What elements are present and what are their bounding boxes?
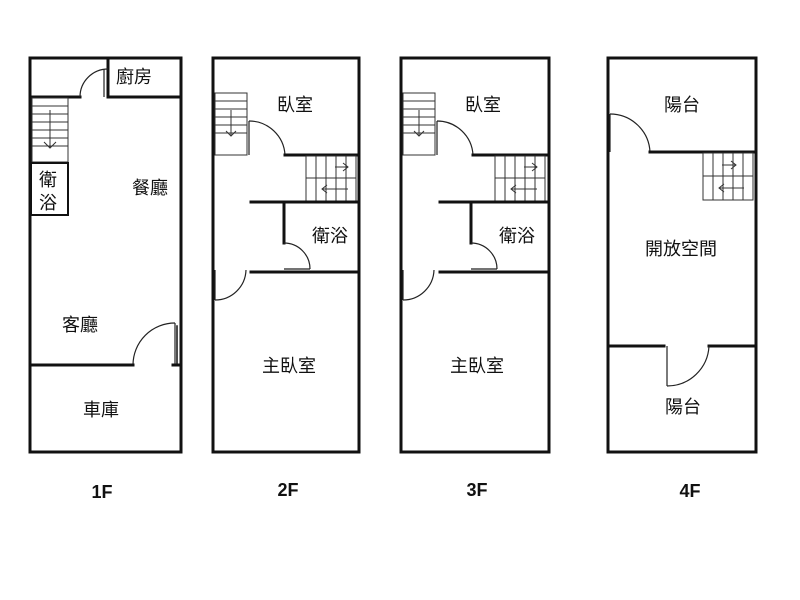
floor-plan-3f xyxy=(399,56,551,454)
floor-plan-2f xyxy=(211,56,361,454)
room-label-balcony-bottom-4f: 陽台 xyxy=(665,397,701,418)
room-label-master-3f: 主臥室 xyxy=(450,356,504,377)
room-label-open-space-4f: 開放空間 xyxy=(645,239,717,260)
room-label-kitchen: 廚房 xyxy=(116,66,152,88)
floor-label-2f: 2F xyxy=(277,480,298,500)
room-label-bedroom-2f: 臥室 xyxy=(277,95,313,116)
room-label-bedroom-3f: 臥室 xyxy=(465,95,501,116)
room-label-balcony-top-4f: 陽台 xyxy=(664,95,700,116)
room-label-bath-2f: 衛浴 xyxy=(312,226,348,247)
floor-label-1f: 1F xyxy=(91,482,112,502)
room-label-bath-bottom: 浴 xyxy=(39,193,57,214)
floor-plan-4f xyxy=(606,56,758,454)
room-label-living: 客廳 xyxy=(62,315,98,336)
floor-plan-1f xyxy=(28,56,183,454)
room-label-master-2f: 主臥室 xyxy=(262,356,316,377)
room-label-dining: 餐廳 xyxy=(132,178,168,199)
floor-label-4f: 4F xyxy=(679,481,700,501)
room-label-bath-3f: 衛浴 xyxy=(499,226,535,247)
room-label-bath-top: 衛 xyxy=(39,170,57,191)
floor-label-3f: 3F xyxy=(466,480,487,500)
room-label-garage: 車庫 xyxy=(83,400,119,421)
